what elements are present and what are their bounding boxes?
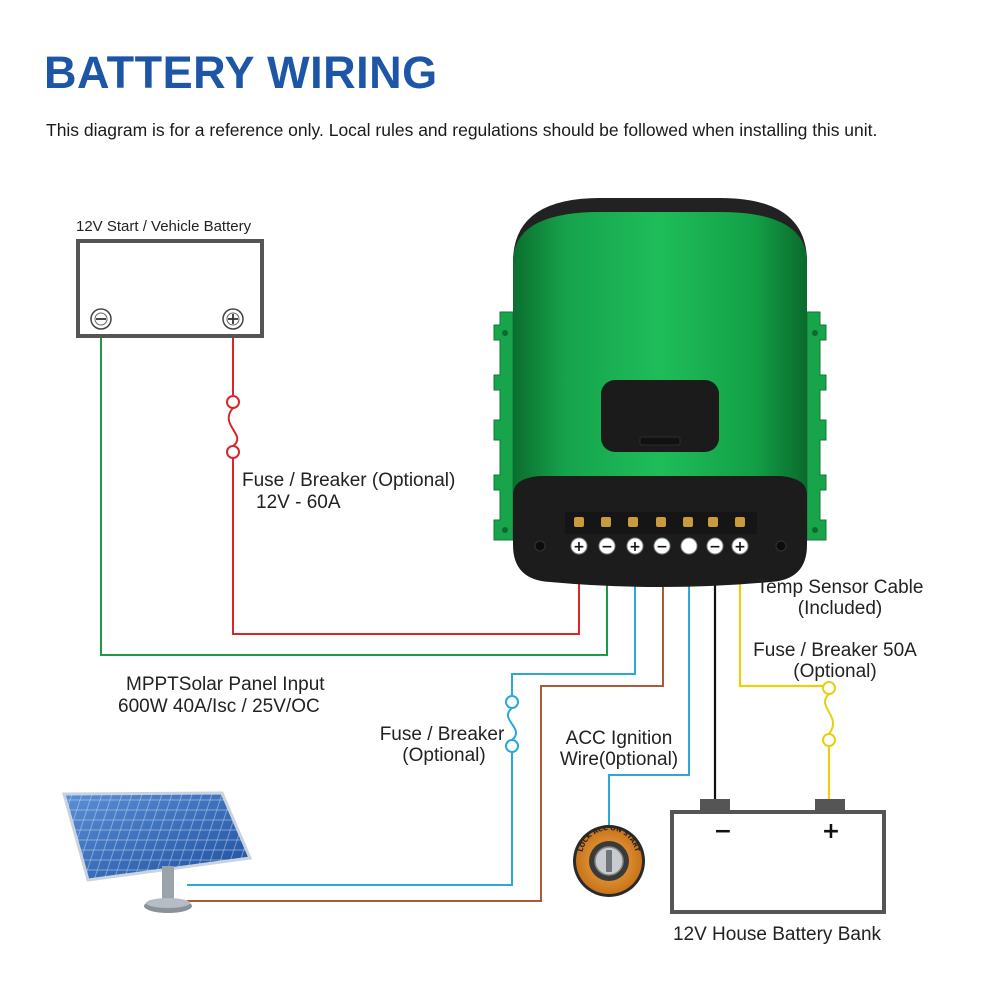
fuse-vehicle-label: Fuse / Breaker (Optional) <box>242 470 455 491</box>
fuse-solar-note: (Optional) <box>402 745 485 766</box>
page-title: BATTERY WIRING <box>44 47 438 98</box>
wire-green-vehicle-negative <box>100 338 608 656</box>
solar-input-spec: 600W 40A/Isc / 25V/OC <box>118 696 320 717</box>
terminal-7-symbol: + <box>734 539 746 555</box>
dc-dc-charger-device <box>493 198 827 587</box>
fuse-symbol-vehicle <box>226 395 240 459</box>
wire-red-vehicle-positive <box>232 338 580 635</box>
terminal-4-symbol: − <box>656 539 668 555</box>
terminal-1-symbol: + <box>573 539 585 555</box>
house-battery-positive-sign: + <box>822 819 840 844</box>
terminal-3-symbol: + <box>629 539 641 555</box>
ignition-key-icon: LOCK ACC ON START <box>573 824 645 897</box>
start-battery <box>76 239 264 338</box>
fuse-house-label: Fuse / Breaker 50A <box>753 640 917 661</box>
temp-sensor-note: (Included) <box>798 598 883 619</box>
terminal-2-symbol: − <box>601 539 613 555</box>
fuse-symbol-solar <box>505 695 519 753</box>
solar-panel-icon <box>62 791 253 913</box>
fuse-house-note: (Optional) <box>793 661 876 682</box>
fuse-vehicle-rating: 12V - 60A <box>256 492 341 513</box>
temp-sensor-label: Temp Sensor Cable <box>757 577 924 598</box>
terminal-strip: + − + − − + <box>570 537 749 555</box>
solar-input-label: MPPTSolar Panel Input <box>126 674 325 695</box>
terminal-6-symbol: − <box>709 539 721 555</box>
wire-blue-solar-positive <box>187 555 636 886</box>
start-battery-label: 12V Start / Vehicle Battery <box>76 218 252 235</box>
wire-acc-ignition <box>608 555 690 845</box>
acc-ignition-label: ACC Ignition <box>566 728 673 749</box>
fuse-symbol-house <box>822 681 836 747</box>
house-battery-label: 12V House Battery Bank <box>673 924 882 945</box>
fuse-solar-label: Fuse / Breaker <box>380 724 505 745</box>
device-display-window <box>601 380 719 452</box>
acc-ignition-note: Wire(0ptional) <box>560 749 678 770</box>
disclaimer-text: This diagram is for a reference only. Lo… <box>46 120 878 140</box>
wire-yellow-house-positive <box>738 555 831 800</box>
house-battery-bank <box>670 799 886 914</box>
wire-brown-solar-negative <box>187 555 664 902</box>
house-battery-negative-sign: − <box>714 819 732 844</box>
